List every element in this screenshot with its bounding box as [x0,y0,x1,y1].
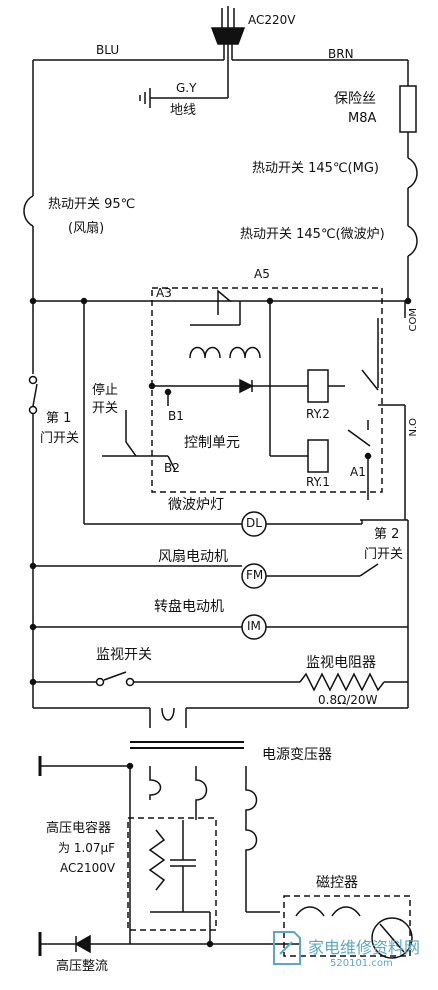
monitor-resistor-value: 0.8Ω/20W [318,693,378,707]
plug-icon [210,6,246,98]
monitor-resistor-label: 监视电阻器 [306,655,376,671]
magnetron-box [283,895,411,957]
thermal-fan-sublabel: (风扇) [68,221,105,236]
monitor-resistor-symbol [299,672,385,692]
turntable-code: IM [247,619,261,633]
stop-switch-label: 停止 [92,383,119,398]
thermal-fan-label: 热动开关 95℃ [48,197,136,212]
terminal-a1: A1 [350,465,366,479]
relay-ry1-coil [307,439,329,473]
door2-label: 第 2 [374,527,400,542]
terminal-b1: B1 [168,409,184,423]
relay-ry2-label: RY.2 [306,407,330,421]
thermal-mg-label: 热动开关 145℃(MG) [252,161,379,176]
control-unit-label: 控制单元 [184,435,240,451]
door2-sublabel: 门开关 [364,547,404,562]
hv-rectifier-label: 高压整流 [56,959,109,974]
terminal-b2: B2 [164,461,180,475]
door1-label: 第 1 [46,411,72,426]
voltage-label: AC220V [248,13,296,27]
hv-capacitor-value: 为 1.07μF [58,841,116,855]
terminal-a3: A3 [156,286,172,300]
ground-symbol [139,88,228,108]
fuse-label: 保险丝 [334,91,376,107]
control-board-box [151,287,383,493]
door1-sublabel: 门开关 [40,431,80,446]
magnetron-label: 磁控器 [316,875,358,891]
lamp-symbol: DL [246,516,262,530]
hv-capacitor-voltage: AC2100V [60,861,116,875]
magnetron-tube [371,917,413,959]
fuse-rating: M8A [348,111,377,126]
hv-capacitor-box [127,817,217,931]
terminal-a5: A5 [254,267,270,281]
hv-diode-symbol [74,934,91,954]
brn-label: BRN [328,47,354,61]
stop-switch-sublabel: 开关 [92,401,119,416]
watermark-text: 家电维修资料网 [308,938,421,957]
fuse-symbol [399,85,417,133]
watermark-logo-icon [273,931,301,965]
turntable-label: 转盘电动机 [154,599,224,615]
terminal-no: N.O [408,418,419,437]
bleeder-resistor [148,829,166,891]
relay-ry1-label: RY.1 [306,475,330,489]
hv-capacitor-label: 高压电容器 [46,821,112,836]
relay-ry2-coil [307,369,329,403]
terminal-com: COM [408,308,419,332]
gy-label: G.Y [176,81,197,95]
watermark-url: 520101.com [330,958,393,969]
thermal-oven-label: 热动开关 145℃(微波炉) [240,227,385,242]
blu-label: BLU [96,43,120,57]
monitor-switch-label: 监视开关 [96,647,152,663]
ground-label: 地线 [170,103,197,118]
lamp-label: 微波炉灯 [168,497,224,513]
fan-motor-label: 风扇电动机 [158,549,228,565]
watermark: 家电维修资料网 520101.com [270,920,430,986]
fan-motor-code: FM [246,568,264,582]
transformer-label: 电源变压器 [262,747,332,763]
